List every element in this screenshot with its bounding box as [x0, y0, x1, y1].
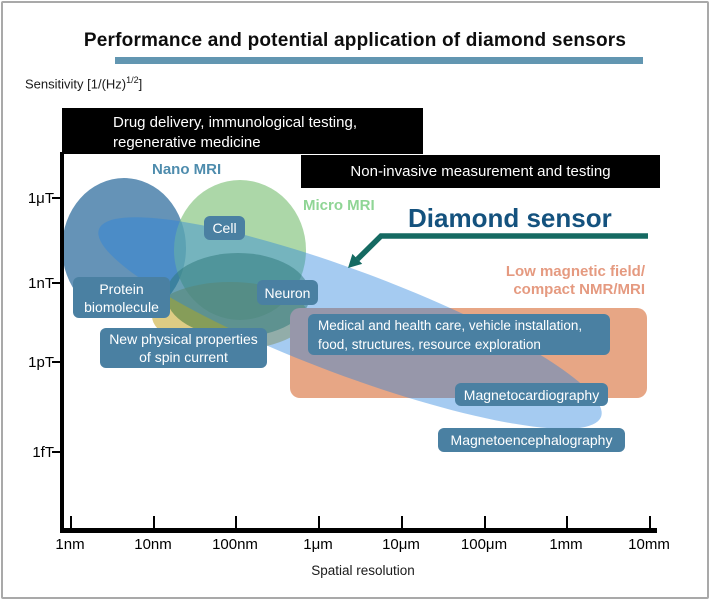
- banner-noninvasive: Non-invasive measurement and testing: [301, 155, 660, 188]
- x-tick-1nm: [70, 516, 72, 528]
- callout-meg-text: Magnetoencephalography: [450, 432, 613, 448]
- y-tick-label-1pT: 1pT: [28, 354, 54, 371]
- x-tick-label-1mm: 1mm: [549, 536, 583, 553]
- diamond-sensor-label: Diamond sensor: [408, 203, 612, 233]
- x-axis-line: [60, 528, 657, 533]
- callout-neuron: Neuron: [257, 280, 318, 305]
- banner-drug-delivery: Drug delivery, immunological testing, re…: [62, 108, 423, 154]
- callout-spin-line2: of spin current: [139, 349, 228, 365]
- x-tick-10mm: [649, 516, 651, 528]
- diamond-sensor-arrow-icon: [348, 233, 648, 268]
- y-axis-caption: Sensitivity [1/(Hz)1/2]: [25, 75, 142, 91]
- y-axis-caption-sup: 1/2: [126, 75, 139, 85]
- callout-neuron-text: Neuron: [264, 284, 311, 301]
- x-tick-10um: [401, 516, 403, 528]
- nano-mri-label: Nano MRI: [152, 161, 222, 178]
- low-field-nmr-label: Low magnetic field/ compact NMR/MRI: [440, 263, 645, 299]
- x-tick-100um: [484, 516, 486, 528]
- callout-magnetocardiography: Magnetocardiography: [455, 383, 608, 406]
- low-field-line1: Low magnetic field/: [505, 263, 645, 280]
- callout-spin-line1: New physical properties: [109, 331, 258, 347]
- figure-title: Performance and potential application of…: [83, 30, 627, 51]
- callout-protein-biomolecule: Protein biomolecule: [73, 277, 170, 318]
- y-axis-caption-text: Sensitivity [1/(Hz): [25, 76, 127, 92]
- low-field-line2: compact NMR/MRI: [513, 281, 645, 298]
- callout-magnetoencephalography: Magnetoencephalography: [438, 428, 625, 452]
- y-tick-label-1nT: 1nT: [28, 275, 54, 292]
- y-tick-1uT: [52, 197, 62, 199]
- micro-mri-label: Micro MRI: [303, 197, 375, 214]
- x-tick-10nm: [153, 516, 155, 528]
- x-tick-label-100um: 100μm: [460, 536, 508, 553]
- y-axis-line: [60, 152, 64, 533]
- x-tick-label-1nm: 1nm: [55, 536, 85, 553]
- banner-drug-line1: Drug delivery, immunological testing,: [113, 114, 357, 131]
- callout-medical-line2: food, structures, resource exploration: [318, 336, 541, 352]
- x-tick-label-10mm: 10mm: [628, 536, 670, 553]
- y-tick-1nT: [52, 282, 62, 284]
- callout-cell-text: Cell: [212, 220, 237, 236]
- x-tick-label-10nm: 10nm: [134, 536, 172, 553]
- y-axis-caption-close: ]: [138, 76, 143, 92]
- x-tick-label-10um: 10μm: [382, 536, 420, 553]
- title-underline-bar: [115, 57, 643, 64]
- y-tick-label-1uT: 1μT: [27, 190, 54, 207]
- y-tick-1fT: [52, 451, 62, 453]
- callout-protein-line1: Protein: [99, 280, 144, 297]
- x-tick-100nm: [235, 516, 237, 528]
- y-tick-label-1fT: 1fT: [32, 444, 54, 461]
- y-tick-1pT: [52, 361, 62, 363]
- banner-drug-line2: regenerative medicine: [113, 133, 261, 151]
- x-tick-1mm: [566, 516, 568, 528]
- callout-spin-current: New physical properties of spin current: [100, 328, 267, 368]
- x-tick-1um: [318, 516, 320, 528]
- callout-mcg-text: Magnetocardiography: [463, 386, 600, 403]
- x-tick-label-100nm: 100nm: [212, 536, 258, 553]
- callout-protein-line2: biomolecule: [84, 298, 159, 315]
- x-axis-caption: Spatial resolution: [311, 563, 415, 578]
- x-tick-label-1um: 1μm: [303, 536, 333, 553]
- callout-medical-applications: Medical and health care, vehicle install…: [308, 314, 610, 355]
- callout-cell: Cell: [204, 216, 245, 240]
- callout-medical-line1: Medical and health care, vehicle install…: [318, 317, 583, 333]
